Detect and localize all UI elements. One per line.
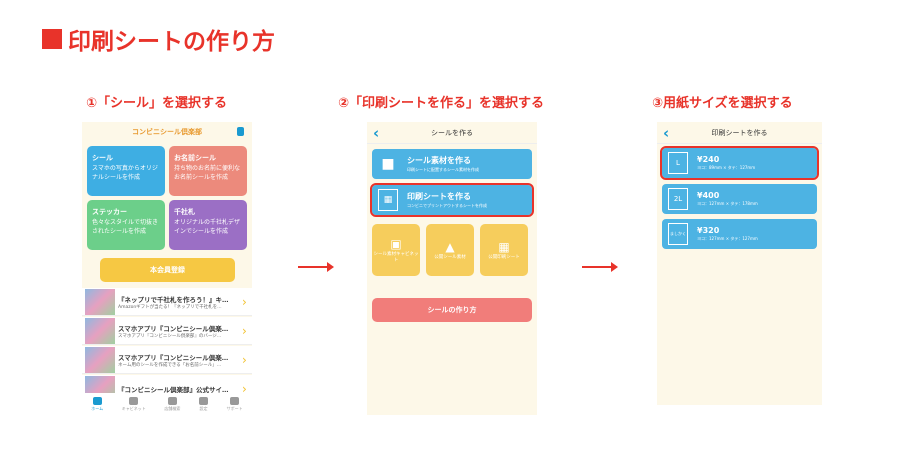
nav-cabinet[interactable]: キャビネット: [121, 396, 146, 412]
shapes-icon: ■: [381, 156, 395, 172]
bottom-nav: ホーム キャビネット 店舗検索 設定 サポート: [82, 393, 252, 415]
app-logo: コンビニシール倶楽部: [132, 128, 202, 136]
tile-label: ステッカー: [92, 208, 127, 216]
button-label: 公開印刷シート: [488, 255, 520, 260]
news-title: スマホアプリ『コンビニシール倶楽…: [118, 353, 229, 362]
screen-header: シールを作る: [431, 128, 473, 137]
arrow-icon: [298, 262, 334, 272]
size-dims: ヨコ：127mm × タテ：178mm: [697, 201, 758, 206]
tile-desc: スマホの写真からオリジナルシールを作成: [92, 165, 158, 181]
button-label: シール素材キャビネット: [373, 252, 419, 263]
button-label: 印刷シートを作る: [407, 192, 471, 201]
make-seal-screen: ‹ シールを作る ■ シール素材を作る印刷シートに配置するシール素材を作成 ▦ 印刷シ…: [367, 122, 537, 415]
howto-button[interactable]: シールの作り方: [372, 298, 532, 322]
size-price: ¥240: [697, 155, 720, 164]
nav-label: キャビネット: [121, 405, 146, 411]
button-desc: コンビニでプリントアウトするシートを作成: [407, 203, 487, 208]
nav-support[interactable]: サポート: [226, 396, 243, 412]
chevron-right-icon: ›: [242, 294, 247, 309]
nav-label: サポート: [226, 405, 243, 411]
member-register-label: 本会員登録: [150, 266, 185, 274]
size-price: ¥400: [697, 191, 720, 200]
back-icon[interactable]: ‹: [663, 124, 670, 142]
size-icon: 2L: [668, 188, 688, 210]
back-icon[interactable]: ‹: [373, 124, 380, 142]
tile-sticker[interactable]: ステッカー色々なスタイルで切抜きされたシールを作成: [87, 200, 165, 250]
step-2-label: ②「印刷シートを作る」を選択する: [338, 96, 545, 111]
news-item[interactable]: スマホアプリ『コンビニシール倶楽…ネーム用のシールを作成できる「お名前シール」……: [82, 346, 252, 374]
grid-globe-icon: ▦: [498, 240, 510, 254]
material-cabinet-button[interactable]: ▣シール素材キャビネット: [372, 224, 420, 276]
public-material-button[interactable]: ▲公開シール素材: [426, 224, 474, 276]
nav-settings[interactable]: 設定: [199, 396, 209, 412]
nav-label: 設定: [199, 405, 208, 411]
news-title: 『ネップリで千社札を作ろう！』キ…: [118, 295, 229, 304]
gear-icon: [199, 396, 209, 405]
nav-label: ホーム: [91, 405, 104, 411]
tile-desc: 色々なスタイルで切抜きされたシールを作成: [92, 219, 159, 235]
size-dims: ヨコ：127mm × タテ：127mm: [697, 236, 758, 241]
howto-label: シールの作り方: [427, 306, 477, 314]
news-title: スマホアプリ『コンビニシール倶楽…: [118, 324, 229, 333]
make-sheet-button[interactable]: ▦ 印刷シートを作るコンビニでプリントアウトするシートを作成: [370, 183, 534, 217]
red-square-icon: [42, 29, 62, 49]
button-desc: 印刷シートに配置するシール素材を作成: [407, 167, 479, 172]
chevron-right-icon: ›: [242, 381, 247, 396]
news-title: 『コンビニシール倶楽部』公式サイ…: [118, 385, 229, 394]
tile-seal[interactable]: シールスマホの写真からオリジナルシールを作成: [87, 146, 165, 196]
store-icon: [167, 396, 177, 405]
tile-label: お名前シール: [174, 154, 216, 162]
news-item[interactable]: 『ネップリで千社札を作ろう！』キ…Amazonギフトが当たる！『ネップリで千社札…: [82, 288, 252, 316]
step-1-label: ①「シール」を選択する: [86, 96, 228, 111]
step-3-label: ③用紙サイズを選択する: [652, 96, 793, 111]
chevron-right-icon: ›: [242, 323, 247, 338]
member-register-button[interactable]: 本会員登録: [100, 258, 235, 282]
news-thumbnail: [85, 346, 115, 373]
arrow-icon: [582, 262, 618, 272]
size-dims: ヨコ：89mm × タテ：127mm: [697, 165, 756, 170]
tile-desc: 持ち物のお名前に便利なお名前シールを作成: [174, 165, 241, 181]
chevron-right-icon: ›: [242, 352, 247, 367]
size-icon: L: [668, 152, 688, 174]
size-icon: ましかく: [668, 223, 688, 245]
tile-desc: オリジナルの千社札デザインでシールを作成: [174, 219, 241, 235]
home-icon: [92, 396, 102, 405]
news-subtitle: Amazonギフトが当たる！『ネップリで千社札を…: [118, 304, 222, 310]
nav-store-search[interactable]: 店舗検索: [164, 396, 181, 412]
button-label: シール素材を作る: [407, 156, 471, 165]
news-thumbnail: [85, 317, 115, 344]
tile-senjafuda[interactable]: 千社札オリジナルの千社札デザインでシールを作成: [169, 200, 247, 250]
nav-label: 店舗検索: [164, 405, 181, 411]
account-icon[interactable]: [237, 127, 244, 136]
screen-header: 印刷シートを作る: [711, 128, 768, 137]
public-sheet-button[interactable]: ▦公開印刷シート: [480, 224, 528, 276]
cabinet-icon: [129, 396, 139, 405]
tile-label: シール: [92, 154, 113, 162]
make-material-button[interactable]: ■ シール素材を作る印刷シートに配置するシール素材を作成: [372, 149, 532, 179]
news-item[interactable]: スマホアプリ『コンビニシール倶楽…スマホアプリ『コンビニシール倶楽部』のバージ……: [82, 317, 252, 345]
cabinet-icon: ▣: [390, 237, 402, 251]
size-price: ¥320: [697, 226, 720, 235]
nav-home[interactable]: ホーム: [91, 396, 104, 412]
tile-label: 千社札: [174, 208, 195, 216]
support-icon: [230, 396, 240, 405]
news-subtitle: スマホアプリ『コンビニシール倶楽部』のバージ…: [118, 333, 222, 339]
button-label: 公開シール素材: [434, 255, 466, 260]
tile-name-seal[interactable]: お名前シール持ち物のお名前に便利なお名前シールを作成: [169, 146, 247, 196]
home-screen: コンビニシール倶楽部 シールスマホの写真からオリジナルシールを作成 お名前シール…: [82, 122, 252, 415]
page-title: 印刷シートの作り方: [42, 22, 275, 56]
news-subtitle: ネーム用のシールを作成できる「お名前シール」…: [118, 362, 222, 368]
sheet-icon: ▦: [378, 189, 398, 211]
title-text: 印刷シートの作り方: [68, 29, 275, 55]
news-thumbnail: [85, 288, 115, 315]
shapes-globe-icon: ▲: [445, 240, 455, 254]
